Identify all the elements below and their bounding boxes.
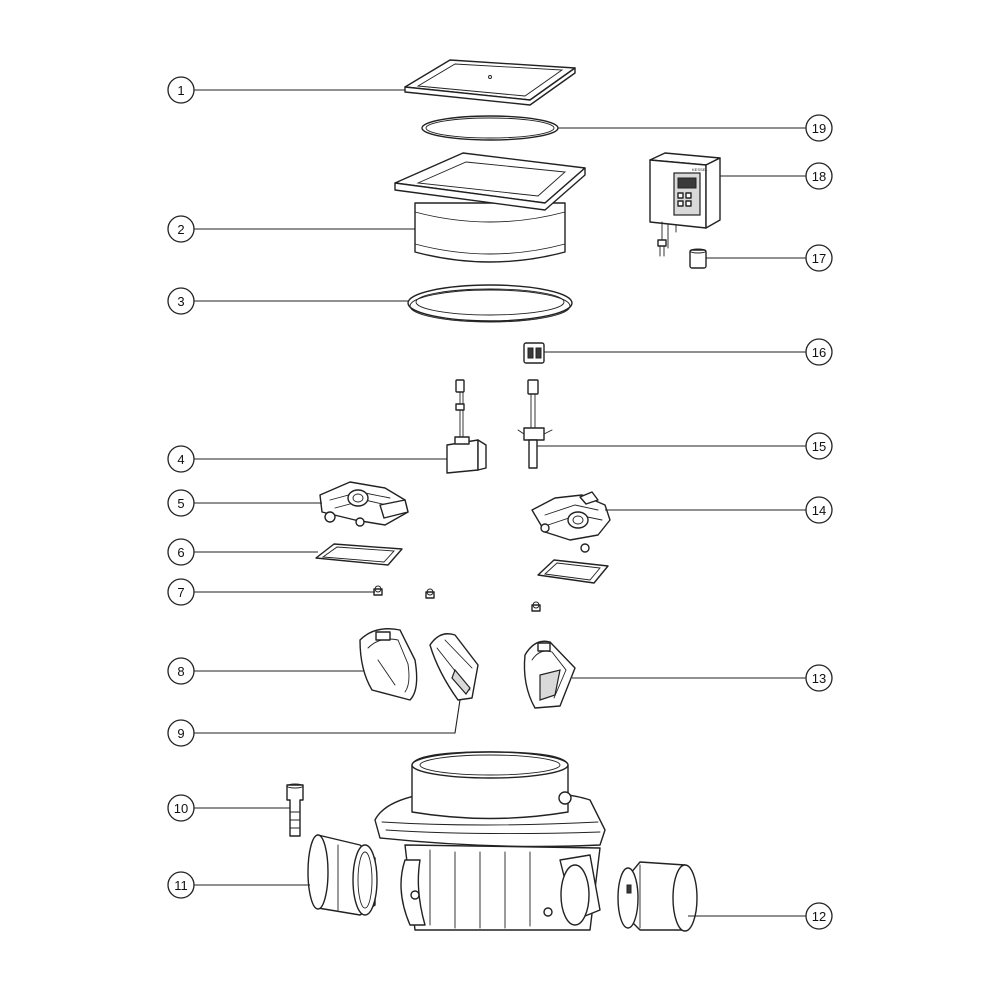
- part-11-pipe-connector-left: [307, 834, 378, 916]
- part-5-flap-drive-left: [319, 481, 409, 527]
- callout-13: 13: [805, 664, 833, 692]
- part-4-sensor-box: [446, 379, 487, 474]
- callout-label: 15: [812, 439, 826, 454]
- callout-label: 2: [177, 222, 184, 237]
- callout-label: 10: [174, 801, 188, 816]
- part-12-pipe-connector-right: [617, 861, 698, 932]
- part-13-flap-right: [523, 640, 576, 709]
- callout-label: 17: [812, 251, 826, 266]
- part-15-probe: [517, 379, 553, 469]
- part-10-vent-tube: [286, 783, 304, 837]
- callout-label: 3: [177, 294, 184, 309]
- callout-14: 14: [805, 496, 833, 524]
- callout-label: 1: [177, 83, 184, 98]
- callout-6: 6: [167, 538, 195, 566]
- part-8-flap-left: [359, 628, 418, 701]
- part-2-frame-extension: [394, 152, 586, 263]
- callout-4: 4: [167, 445, 195, 473]
- part-17-small-cylinder: [689, 248, 707, 269]
- callout-16: 16: [805, 338, 833, 366]
- callout-5: 5: [167, 489, 195, 517]
- callout-label: 12: [812, 909, 826, 924]
- callout-label: 4: [177, 452, 184, 467]
- callout-label: 13: [812, 671, 826, 686]
- callout-label: 8: [177, 664, 184, 679]
- callout-label: 11: [174, 878, 188, 893]
- callout-8: 8: [167, 657, 195, 685]
- callout-17: 17: [805, 244, 833, 272]
- callout-19: 19: [805, 114, 833, 142]
- callout-15: 15: [805, 432, 833, 460]
- callout-label: 16: [812, 345, 826, 360]
- part-14-flap-drive-right: [531, 491, 611, 553]
- callout-label: 6: [177, 545, 184, 560]
- part-1-cover: [404, 59, 576, 106]
- part-7-screws: [373, 585, 541, 612]
- part-18-control-unit: KESSEL: [649, 152, 721, 257]
- logo-text: KESSEL: [692, 167, 708, 172]
- callout-label: 7: [177, 585, 184, 600]
- callout-2: 2: [167, 215, 195, 243]
- part-6-gasket-left: [315, 543, 403, 566]
- callout-label: 18: [812, 169, 826, 184]
- callout-11: 11: [167, 871, 195, 899]
- callout-label: 5: [177, 496, 184, 511]
- callout-label: 9: [177, 726, 184, 741]
- callout-label: 19: [812, 121, 826, 136]
- callout-label: 14: [812, 503, 826, 518]
- leader-lines: [194, 89, 806, 917]
- callout-7: 7: [167, 578, 195, 606]
- callout-9: 9: [167, 719, 195, 747]
- part-3-sealing-ring: [407, 284, 573, 323]
- callout-10: 10: [167, 794, 195, 822]
- callout-1: 1: [167, 76, 195, 104]
- part-19-seal-ring: [421, 115, 559, 141]
- callout-18: 18: [805, 162, 833, 190]
- part-main-housing: [374, 751, 606, 931]
- callout-12: 12: [805, 902, 833, 930]
- part-9-flap-middle: [429, 633, 479, 701]
- part-16-connector: [523, 342, 545, 364]
- callout-3: 3: [167, 287, 195, 315]
- part-gasket-right: [537, 559, 609, 584]
